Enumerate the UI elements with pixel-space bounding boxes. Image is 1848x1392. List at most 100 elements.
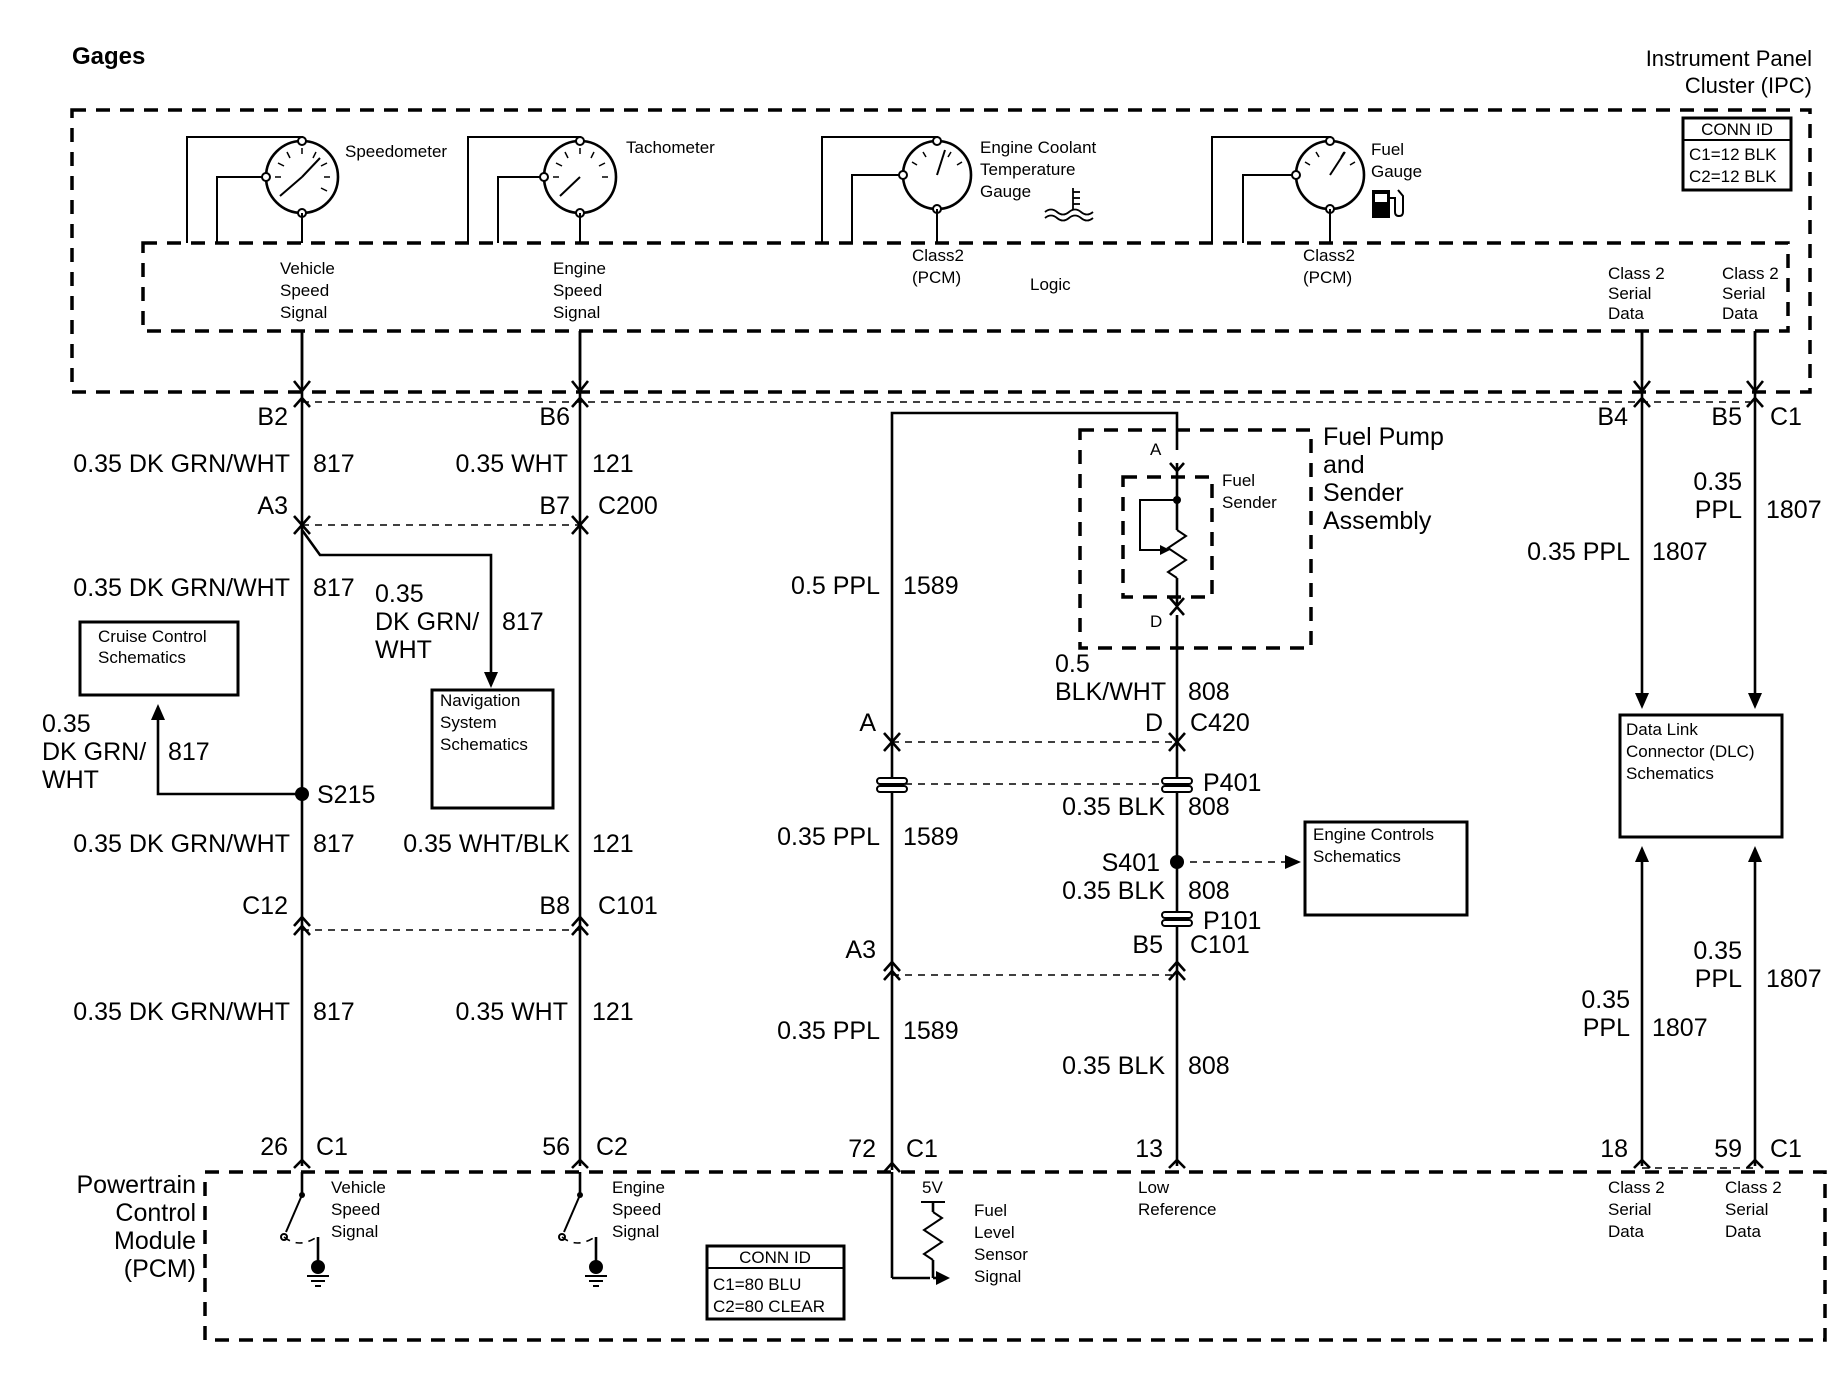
engine-controls-schematics-box[interactable]: Engine Controls Schematics [1303,820,1469,917]
dlc-box-line1: Data Link [1626,720,1698,739]
fuel-level-pin-a3: A3 [845,936,876,964]
pcm-vss-line1: Vehicle [331,1178,386,1197]
cruise-box-line2: Schematics [98,648,186,667]
s215-splice [295,787,309,801]
pcm-ess-line2: Speed [612,1200,661,1219]
ipc-class2-fuel-line2: (PCM) [1303,268,1352,287]
serial2-seg2-circuit: 1807 [1766,965,1822,993]
low-ref-conn-c101: C101 [1190,931,1250,959]
ipc-serial1-line2: Serial [1608,284,1651,303]
low-ref-seg4-gauge: 0.35 BLK [1062,1052,1165,1080]
serial2-seg2-gauge-line1: 0.35 [1693,937,1742,965]
serial2-seg1-circuit: 1807 [1766,496,1822,524]
fuel-level-pin-a: A [859,709,876,737]
coolant-label-line1: Engine Coolant [980,138,1097,157]
serial2-top-pin: B5 [1711,403,1742,431]
pcm-label-line4: (PCM) [124,1255,196,1283]
serial2-seg1-gauge-line1: 0.35 [1693,468,1742,496]
ipc-serial2-line3: Data [1722,304,1758,323]
ess-seg2-gauge: 0.35 WHT/BLK [403,830,570,858]
low-ref-seg4-circuit: 808 [1188,1052,1230,1080]
ipc-ess-line1: Engine [553,259,606,278]
low-ref-seg1-gauge-line1: 0.5 [1055,650,1090,678]
low-ref-seg2-circuit: 808 [1188,793,1230,821]
vss-pin-a3: A3 [257,492,288,520]
pcm-fuel-sensor-line1: Fuel [974,1201,1007,1220]
nav-branch-gauge-line1: 0.35 [375,580,424,608]
pcm-low-ref-line1: Low [1138,1178,1170,1197]
vss-top-pin: B2 [257,403,288,431]
sender-pin-d: D [1150,612,1162,631]
pcm-fuel-sensor-icon [890,1172,950,1285]
navigation-schematics-box[interactable]: Navigation System Schematics [430,688,555,810]
dlc-schematics-box[interactable]: Data Link Connector (DLC) Schematics [1618,713,1784,839]
ess-conn-c200: C200 [598,492,658,520]
cruise-branch-gauge-line1: 0.35 [42,710,91,738]
pcm-label-line1: Powertrain [77,1171,197,1199]
ess-wire [570,331,590,1169]
s401-label: S401 [1102,849,1160,877]
pcm-serial1-line1: Class 2 [1608,1178,1665,1197]
cruise-control-schematics-box[interactable]: Cruise Control Schematics [78,620,240,697]
cruise-box-line1: Cruise Control [98,627,207,646]
ipc-vss-line3: Signal [280,303,327,322]
ipc-output-arrows [300,331,1757,380]
s401-splice [1170,855,1184,869]
fuel-pump-label-line3: Sender [1323,479,1404,507]
pcm-conn-id-header: CONN ID [739,1248,811,1267]
ess-seg2-circuit: 121 [592,830,634,858]
cruise-branch-circuit: 817 [168,738,210,766]
serial1-seg1-circuit: 1807 [1652,538,1708,566]
sender-pin-a: A [1150,440,1162,459]
ipc-serial2-line2: Serial [1722,284,1765,303]
pcm-fuel-sensor-line2: Level [974,1223,1015,1242]
nav-branch-gauge-line2: DK GRN/ [375,608,479,636]
low-ref-seg2-gauge: 0.35 BLK [1062,793,1165,821]
nav-box-line2: System [440,713,497,732]
cruise-branch-gauge-line2: DK GRN/ [42,738,146,766]
ipc-class2-coolant-line2: (PCM) [912,268,961,287]
serial2-wire [1745,331,1765,1169]
p401-label: P401 [1203,769,1261,797]
ipc-label-line1: Instrument Panel [1646,46,1812,71]
pcm-serial1-line3: Data [1608,1222,1644,1241]
dlc-box-line2: Connector (DLC) [1626,742,1755,761]
pcm-vss-line3: Signal [331,1222,378,1241]
low-ref-pin-b5: B5 [1132,931,1163,959]
vss-seg3-circuit: 817 [313,830,355,858]
vss-seg2-gauge: 0.35 DK GRN/WHT [73,574,290,602]
fuel-pump-assembly-boundary [1078,428,1313,650]
ess-pcm-conn: C2 [596,1133,628,1161]
tachometer-label: Tachometer [626,138,715,157]
low-ref-seg1-circuit: 808 [1188,678,1230,706]
dlc-box-line3: Schematics [1626,764,1714,783]
ipc-class2-fuel-line1: Class2 [1303,246,1355,265]
ess-pin-b8: B8 [539,892,570,920]
ipc-logic-boundary [141,241,1790,333]
nav-box-line3: Schematics [440,735,528,754]
pcm-5v-label: 5V [922,1178,943,1197]
coolant-label-line3: Gauge [980,182,1031,201]
pcm-serial2-line2: Serial [1725,1200,1768,1219]
engine-box-line2: Schematics [1313,847,1401,866]
fuel-level-seg1-circuit: 1589 [903,572,959,600]
pcm-ess-line3: Signal [612,1222,659,1241]
ess-seg1-gauge: 0.35 WHT [455,450,568,478]
pcm-conn-id: CONN ID C1=80 BLU C2=80 CLEAR [705,1244,846,1321]
low-ref-seg1-gauge-line2: BLK/WHT [1055,678,1166,706]
pcm-fuel-sensor-line4: Signal [974,1267,1021,1286]
tachometer-gauge-icon [467,136,618,243]
ess-seg3-circuit: 121 [592,998,634,1026]
fuel-pump-icon [1372,189,1404,218]
nav-branch-gauge-line3: WHT [375,636,432,664]
ipc-vss-line1: Vehicle [280,259,335,278]
low-ref-wire [1161,615,1301,1169]
low-ref-conn-c420: C420 [1190,709,1250,737]
serial1-seg2-circuit: 1807 [1652,1014,1708,1042]
fuel-pump-label-line4: Assembly [1323,507,1432,535]
pcm-ess-switch-icon [558,1172,607,1287]
ess-pin-b7: B7 [539,492,570,520]
serial1-seg2-gauge-line2: PPL [1583,1014,1630,1042]
low-ref-seg3-circuit: 808 [1188,877,1230,905]
vss-pin-c12: C12 [242,892,288,920]
